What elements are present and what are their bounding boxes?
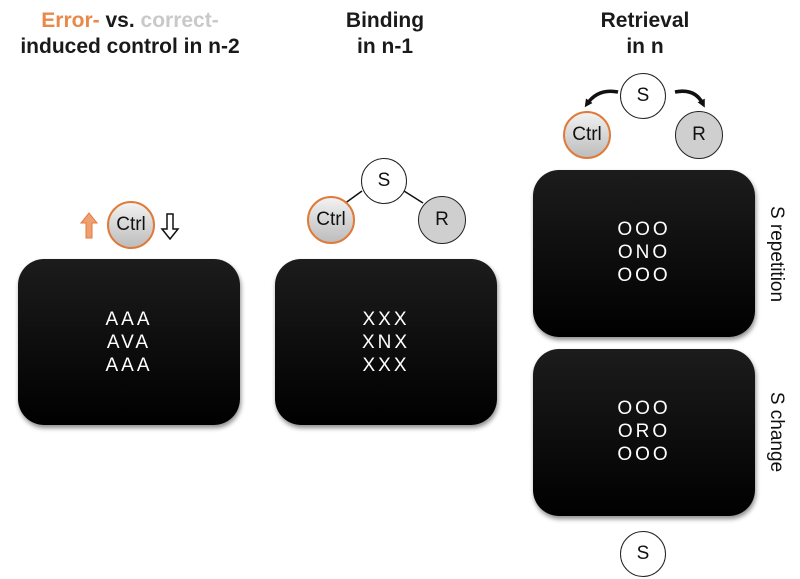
screen-n1: XXX XNX XXX [275,259,497,425]
r-node-n: R [675,111,723,159]
stimulus-row: OOO [617,265,671,286]
ctrl-node-n-label: Ctrl [572,124,602,145]
stimulus-grid-n2: AAA AVA AAA [18,308,240,377]
s-node-n-label: S [636,85,650,106]
r-node-n1: R [418,196,466,244]
title-n-line2: in n [626,35,664,58]
r-node-n-label: R [692,124,706,145]
title-n-line1: Retrieval [600,9,690,32]
arrow-down-icon [160,213,180,241]
title-n2: Error- vs. correct- induced control in n… [0,8,260,60]
r-node-n1-label: R [435,209,449,230]
title-vs-word: vs. [99,9,141,32]
title-n2-line2: induced control in n-2 [20,35,240,58]
label-s-change: S change [766,391,787,473]
stimulus-row: AAA [105,355,153,376]
s-node-n1: S [361,158,407,204]
arrow-up-icon [79,212,99,239]
stimulus-row: ORO [617,421,671,442]
ctrl-node-n1-label: Ctrl [316,209,346,230]
title-error-word: Error- [41,9,100,32]
screen-change: OOO ORO OOO [533,349,755,516]
title-n1-line2: in n-1 [357,35,413,58]
curved-arrow-icon [584,89,619,108]
s-node-n: S [620,73,666,119]
stimulus-row: ONO [617,242,671,263]
s-node-bottom: S [620,531,666,577]
stimulus-row: OOO [617,398,671,419]
curved-arrow-icon [674,89,705,108]
screen-repetition: OOO ONO OOO [533,170,755,337]
binding-line-r [403,190,424,204]
stimulus-grid-n1: XXX XNX XXX [275,308,497,377]
stimulus-row: XXX [362,309,410,330]
title-n: Retrieval in n [565,8,725,60]
stimulus-grid-repetition: OOO ONO OOO [533,218,755,287]
s-node-bottom-label: S [636,543,650,564]
stimulus-row: XNX [361,332,411,353]
stimulus-row: AVA [106,332,152,353]
title-correct-word: correct- [140,9,219,32]
stimulus-grid-change: OOO ORO OOO [533,397,755,466]
stimulus-row: OOO [617,444,671,465]
stimulus-row: AAA [105,309,153,330]
ctrl-node-n: Ctrl [563,111,611,159]
ctrl-node-n1: Ctrl [307,196,355,244]
screen-n2: AAA AVA AAA [18,259,240,425]
label-s-repetition: S repetition [766,205,787,303]
s-node-n1-label: S [377,170,391,191]
ctrl-node-n2-label: Ctrl [116,214,146,235]
ctrl-node-n2: Ctrl [107,201,155,249]
stimulus-row: XXX [362,355,410,376]
title-n1-line1: Binding [345,9,425,32]
stimulus-row: OOO [617,219,671,240]
title-n1: Binding in n-1 [310,8,460,60]
